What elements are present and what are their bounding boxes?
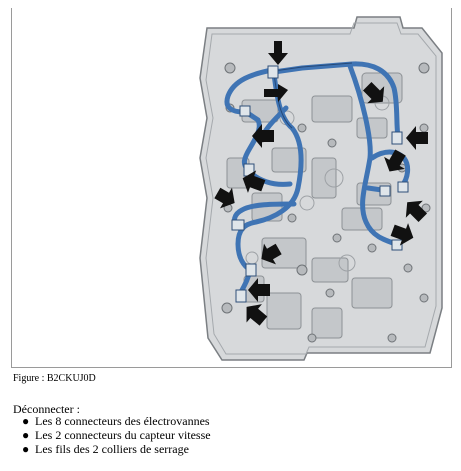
arrow-icon (246, 304, 268, 326)
valve-body-illustration (199, 16, 443, 361)
figure-frame (11, 8, 452, 368)
connector-icon (231, 65, 409, 303)
arrow-icon (214, 41, 428, 326)
list-item-text: Les 2 connecteurs du capteur vitesse (35, 428, 211, 442)
arrow-icon (362, 81, 385, 104)
list-item-text: Les 8 connecteurs des électrovannes (35, 414, 210, 428)
arrow-icon (214, 187, 235, 209)
list-item: ● Les 8 connecteurs des électrovannes (22, 414, 211, 428)
arrow-icon (405, 200, 428, 223)
arrow-icon (252, 124, 274, 148)
list-item: ● Les 2 connecteurs du capteur vitesse (22, 428, 211, 442)
bullet-icon: ● (22, 442, 30, 456)
arrow-icon (390, 223, 414, 246)
bullet-icon: ● (22, 428, 30, 442)
arrow-icon (268, 41, 288, 65)
figure-caption: Figure : B2CKUJ0D (13, 373, 96, 384)
list-item-text: Les fils des 2 colliers de serrage (35, 442, 189, 456)
arrow-icon (384, 149, 406, 172)
instruction-list: ● Les 8 connecteurs des électrovannes ● Le… (22, 414, 211, 456)
instruction-heading: Déconnecter : (13, 402, 80, 416)
arrow-icon (406, 126, 428, 150)
bullet-icon: ● (22, 414, 30, 428)
list-item: ● Les fils des 2 colliers de serrage (22, 442, 211, 456)
arrow-icon (242, 170, 266, 193)
arrow-icon (264, 84, 288, 102)
arrow-icon (248, 278, 270, 302)
arrow-icon (261, 243, 282, 265)
